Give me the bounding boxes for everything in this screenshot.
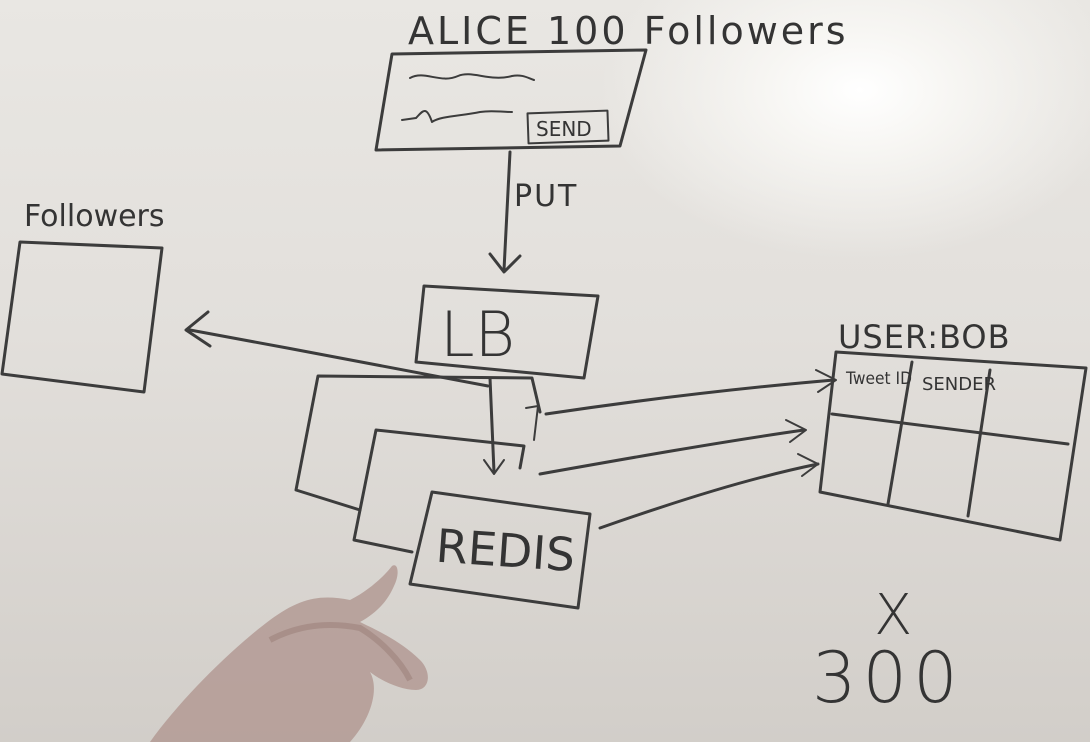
title-text: ALICE 100 Followers (408, 9, 849, 53)
compose-box: SEND (374, 48, 648, 152)
user-table-col-divider-1 (886, 360, 914, 506)
lb-to-followers-arrow-head (184, 310, 212, 348)
put-label: PUT (514, 179, 578, 214)
put-arrow-head (488, 252, 522, 274)
user-table-header-sender: SENDER (922, 374, 996, 395)
send-button (526, 109, 610, 145)
scribble-line-2 (401, 110, 513, 123)
count-label: 300 (812, 637, 964, 719)
user-table-header-tweet: Tweet ID (845, 369, 912, 389)
send-button-label: SEND (536, 117, 592, 141)
user-table-title: USER:BOB (838, 318, 1011, 356)
scribble-line-1 (409, 73, 535, 81)
redis-to-table-arrow-2 (538, 428, 806, 476)
followers-label: Followers (24, 199, 165, 234)
load-balancer-box (414, 284, 600, 380)
user-table-outline (818, 350, 1088, 542)
user-table-col-divider-2 (966, 368, 992, 518)
redis-to-table-arrow-2-head (785, 419, 807, 443)
redis-node-middle-edge (525, 405, 539, 441)
redis-box (408, 490, 592, 610)
redis-node-back (294, 374, 542, 512)
redis-node-middle (352, 428, 526, 554)
put-arrow (502, 150, 512, 272)
redis-label: REDIS (434, 519, 577, 583)
followers-box (0, 240, 164, 394)
lb-to-redis-line (488, 376, 496, 474)
user-table-row-divider (830, 412, 1070, 446)
redis-to-table-arrow-3-head (797, 453, 819, 477)
load-balancer-label: LB (440, 298, 515, 371)
redis-to-table-arrow-1 (544, 378, 836, 416)
redis-to-table-arrow-3 (598, 462, 820, 530)
lb-to-followers-arrow (188, 328, 490, 388)
multiplier-label: X (874, 583, 912, 648)
pointing-hand-photo (150, 565, 428, 742)
redis-to-table-arrow-1-head (815, 369, 837, 393)
lb-to-redis-arrow-head (483, 459, 505, 475)
